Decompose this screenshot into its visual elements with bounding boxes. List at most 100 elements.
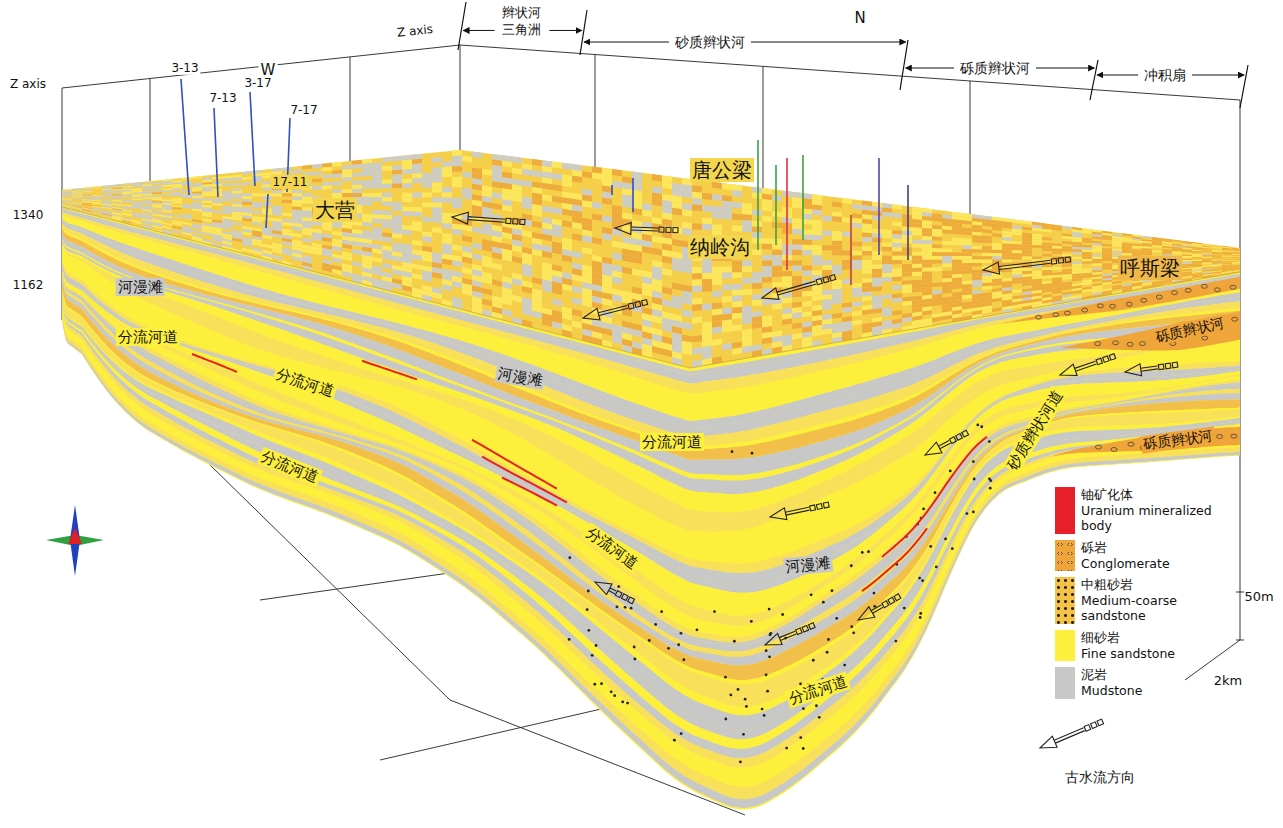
surface-cell [692,316,702,323]
surface-cell [702,273,712,279]
surface-cell [862,287,872,292]
surface-cell [702,224,712,231]
surface-cell [132,191,142,193]
surface-cell [902,231,912,236]
surface-cell [862,219,872,224]
surface-cell [382,210,392,215]
surface-cell [692,286,702,293]
surface-cell [442,223,452,229]
surface-cell [812,290,822,296]
surface-cell [402,178,412,183]
surface-cell [812,220,822,226]
surface-cell [652,174,662,181]
surface-cell [742,203,752,210]
surface-cell [922,248,932,252]
surface-cell [922,264,932,268]
surface-cell [792,229,802,235]
surface-cell [302,197,312,201]
surface-cell [742,266,752,272]
surface-cell [752,249,762,255]
surface-cell [912,260,922,264]
surface-cell [332,193,342,197]
surface-cell [442,218,452,224]
surface-cell [712,291,722,298]
surface-cell [292,207,302,211]
surface-cell [772,239,782,245]
surface-cell [902,256,912,260]
surface-cell [712,315,722,322]
surface-cell [852,260,862,265]
sand-dot [724,676,727,679]
surface-cell [382,219,392,224]
surface-cell [702,205,712,212]
surface-cell [812,255,822,260]
surface-cell [832,246,842,251]
surface-cell [252,193,262,196]
surface-cell [902,247,912,251]
surface-cell [792,266,802,271]
surface-cell [942,263,952,267]
surface-cell [402,225,412,231]
surface-cell [812,235,822,240]
surface-cell [732,301,742,308]
surface-cell [922,283,932,288]
surface-cell [372,197,382,201]
surface-cell [872,278,882,283]
surface-cell [742,317,752,324]
sand-dot [654,623,657,626]
surface-cell [162,190,172,192]
surface-cell [722,272,732,278]
surface-cell [792,276,802,282]
surface-cell [352,185,362,189]
surface-cell [832,241,842,246]
surface-cell [132,193,142,195]
surface-cell [202,191,212,193]
surface-cell [362,163,372,168]
surface-cell [212,194,222,196]
surface-cell [192,187,202,190]
surface-cell [402,211,412,216]
surface-cell [942,229,952,233]
surface-cell [142,197,152,199]
surface-cell [712,279,722,285]
surface-cell [682,203,692,211]
surface-cell [382,215,392,220]
surface-cell [662,175,672,182]
surface-cell [792,239,802,245]
surface-cell [402,160,412,165]
surface-cell [762,238,772,244]
surface-cell [382,223,392,228]
surface-cell [702,267,712,273]
surface-cell [902,226,912,231]
surface-cell [152,190,162,192]
surface-cell [902,264,912,268]
surface-cell [792,291,802,297]
surface-cell [702,322,712,329]
surface-cell [912,284,922,289]
surface-cell [172,192,182,194]
surface-cell [422,183,432,188]
surface-cell [332,170,342,175]
sand-dot [972,460,975,463]
surface-cell [732,313,742,320]
sand-dot [568,556,571,559]
surface-cell [922,252,932,256]
surface-cell [882,256,892,260]
sand-dot [731,450,734,453]
surface-cell [402,164,412,169]
surface-cell [132,196,142,198]
surface-cell [752,316,762,323]
sand-dot [673,739,676,742]
surface-cell [932,252,942,256]
surface-cell [742,209,752,216]
surface-cell [912,280,922,285]
surface-cell [872,286,882,291]
surface-cell [232,201,242,204]
surface-cell [292,190,302,193]
surface-cell [932,248,942,252]
surface-cell [852,255,862,260]
surface-cell [822,215,832,221]
surface-cell [222,183,232,186]
surface-cell [862,265,872,270]
surface-cell [422,178,432,183]
